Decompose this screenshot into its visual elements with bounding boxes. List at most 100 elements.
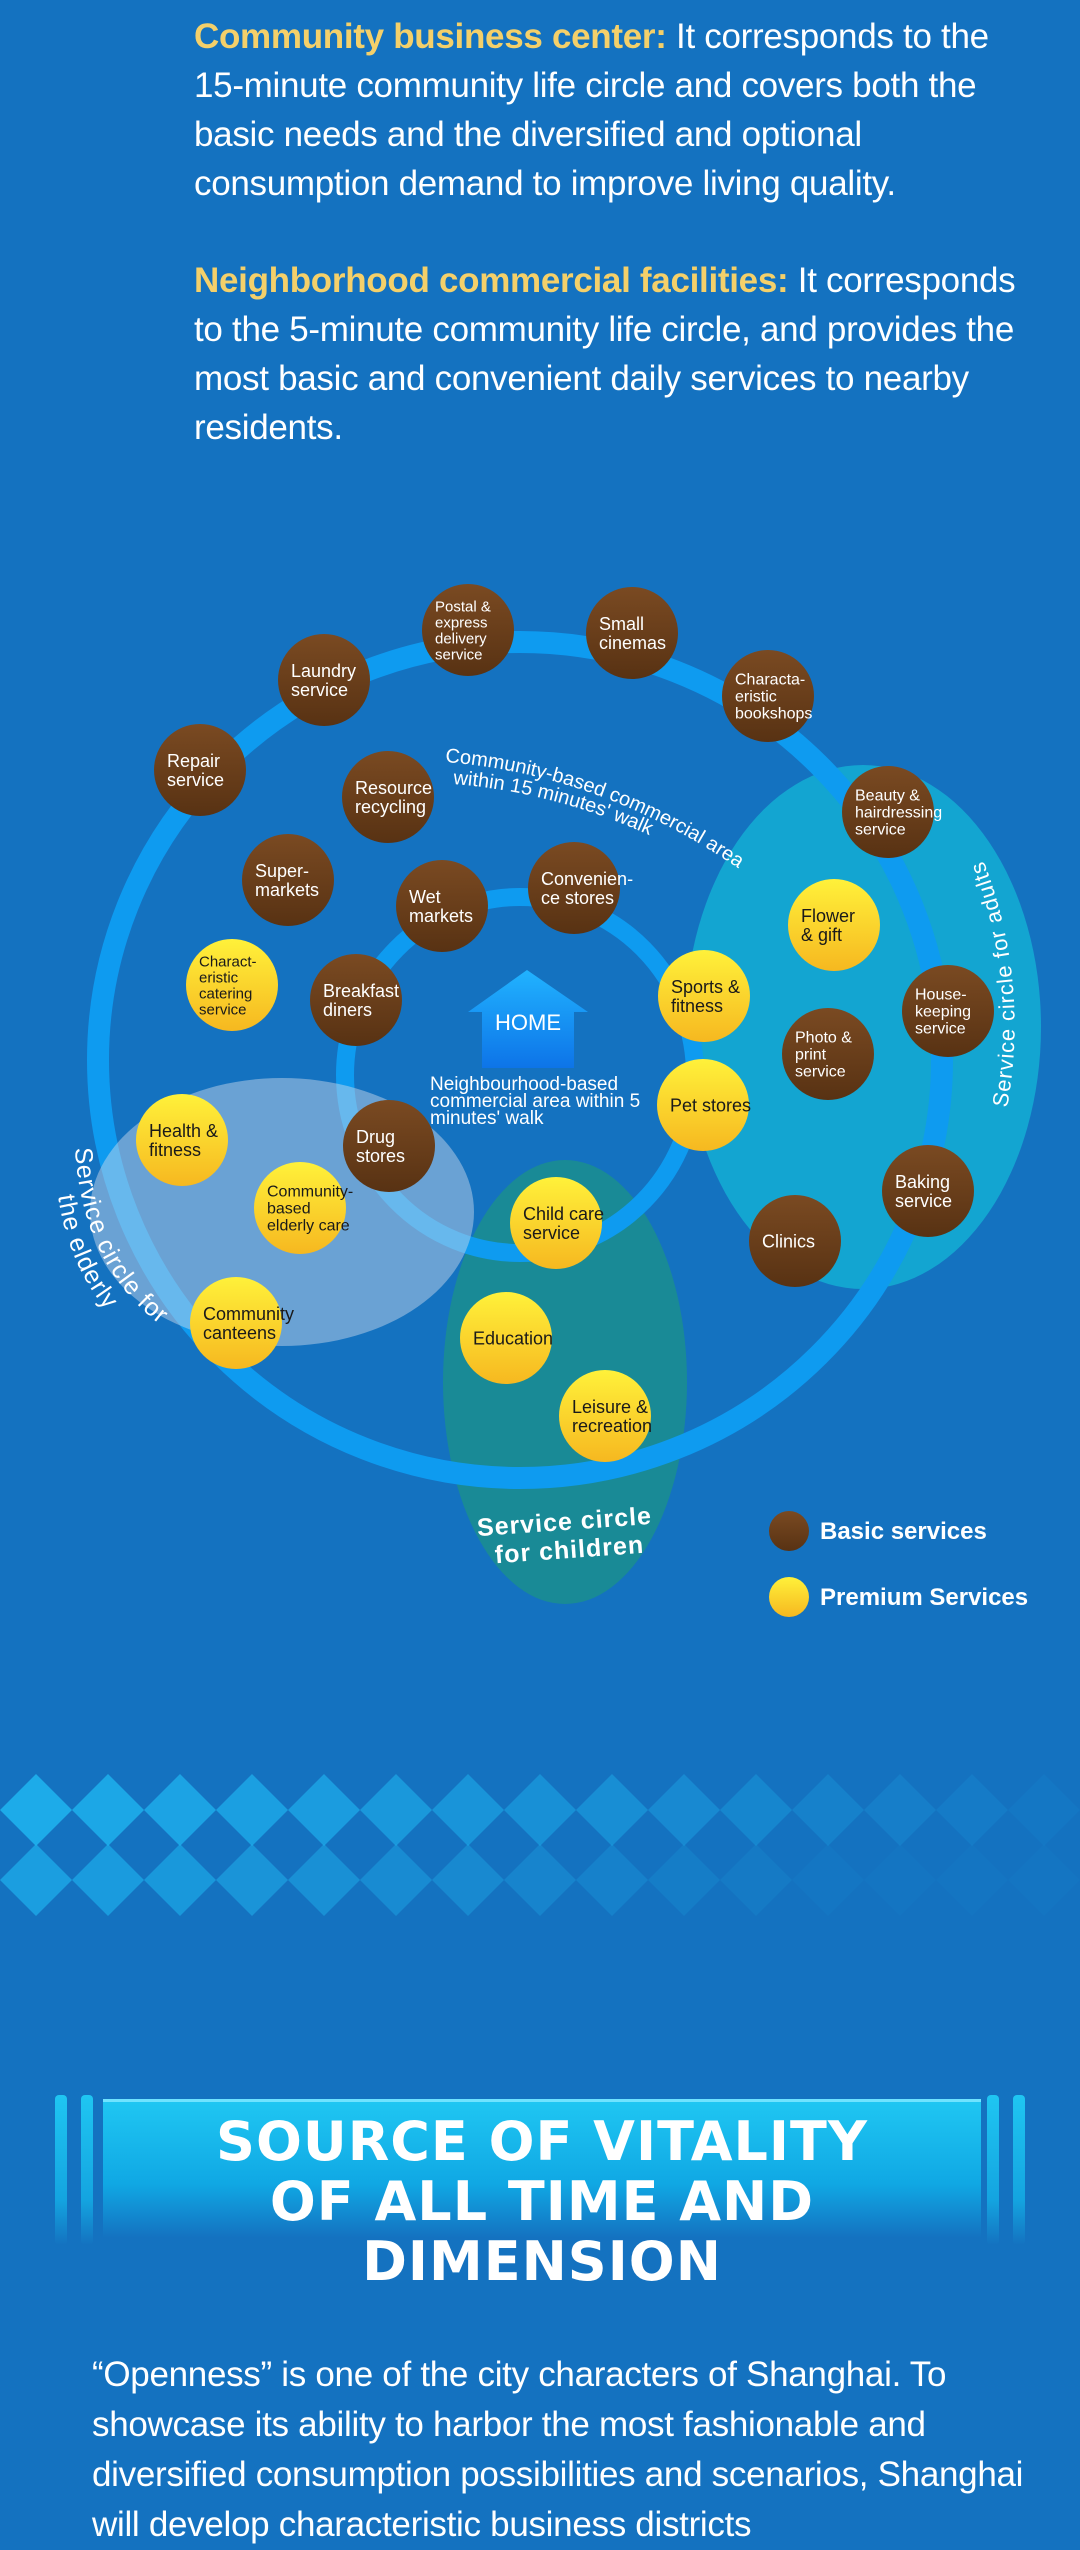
banner-bar-right-inner: [987, 2095, 999, 2245]
node-flower-gift: [788, 879, 880, 971]
diamond-shape: [288, 1774, 360, 1846]
banner-title-line1: SOURCE OF VITALITY: [216, 2110, 868, 2173]
node-charact-eristic-catering-service: [186, 939, 278, 1031]
diamond-shape: [936, 1774, 1008, 1846]
banner-title-line2: OF ALL TIME AND DIMENSION: [269, 2170, 815, 2293]
diamond-pattern: [0, 1774, 1080, 1916]
node-child-care-service: [510, 1177, 602, 1269]
section-banner: SOURCE OF VITALITY OF ALL TIME AND DIMEN…: [55, 2095, 1025, 2292]
banner-bar-left-outer: [55, 2095, 67, 2245]
neighborhood-paragraph: Neighborhood commercial facilities: It c…: [194, 256, 1044, 452]
diamond-shape: [288, 1844, 360, 1916]
diamond-shape: [72, 1844, 144, 1916]
legend-basic-label: Basic services: [820, 1518, 987, 1545]
diamond-shape: [360, 1774, 432, 1846]
node-label-leisure-recreation: Leisure &recreation: [572, 1397, 652, 1436]
node-clinics: [749, 1195, 841, 1287]
node-health-fitness: [136, 1094, 228, 1186]
neighborhood-text: It corresponds to the 5-minute community…: [194, 261, 1016, 447]
node-baking-service: [882, 1145, 974, 1237]
diamond-shape: [864, 1774, 936, 1846]
node-super-markets: [242, 834, 334, 926]
home-icon: [468, 970, 588, 1068]
life-circle-diagram: HOME Community-based commercial area wit…: [52, 584, 1041, 1617]
node-label-convenien-ce-stores: Convenien-ce stores: [541, 869, 633, 908]
diamond-shape: [576, 1774, 648, 1846]
diamond-shape: [144, 1774, 216, 1846]
legend-premium-swatch: [769, 1577, 809, 1617]
node-sports-fitness: [658, 950, 750, 1042]
fifteen-minute-ring: [87, 631, 953, 1489]
node-house-keeping-service: [902, 965, 994, 1057]
diamond-shape: [792, 1774, 864, 1846]
diamond-shape: [648, 1774, 720, 1846]
node-label-super-markets: Super-markets: [255, 861, 319, 900]
node-leisure-recreation: [559, 1370, 651, 1462]
banner-title: SOURCE OF VITALITY OF ALL TIME AND DIMEN…: [103, 2112, 981, 2292]
node-pet-stores: [657, 1059, 749, 1151]
node-laundry-service: [278, 634, 370, 726]
banner-bar-left-inner: [81, 2095, 93, 2245]
diamond-shape: [648, 1844, 720, 1916]
node-label-clinics: Clinics: [762, 1231, 815, 1251]
diamond-shape: [72, 1774, 144, 1846]
diamond-shape: [936, 1844, 1008, 1916]
diamond-shape: [864, 1844, 936, 1916]
diamond-shape: [0, 1844, 72, 1916]
diamond-shape: [216, 1844, 288, 1916]
ring-5-label-line3: minutes' walk: [430, 1108, 544, 1129]
diamond-shape: [432, 1844, 504, 1916]
diamond-shape: [720, 1844, 792, 1916]
node-breakfast-diners: [310, 954, 402, 1046]
community-center-text: It corresponds to the 15-minute communit…: [194, 17, 989, 203]
node-beauty-hairdressing-service: [842, 766, 934, 858]
node-label-health-fitness: Health &fitness: [149, 1121, 218, 1160]
node-label-flower-gift: Flower& gift: [801, 906, 855, 945]
diamond-shape: [792, 1844, 864, 1916]
banner-bar-right-outer: [1013, 2095, 1025, 2245]
diamond-shape: [144, 1844, 216, 1916]
node-characta-eristic-bookshops: [722, 650, 814, 742]
openness-paragraph: “Openness” is one of the city characters…: [92, 2355, 1024, 2544]
node-wet-markets: [396, 860, 488, 952]
ring-5-label-line2: commercial area within 5: [430, 1091, 640, 1112]
diamond-shape: [432, 1774, 504, 1846]
node-photo-print-service: [782, 1008, 874, 1100]
legend-basic-swatch: [769, 1511, 809, 1551]
node-resource-recycling: [342, 751, 434, 843]
node-label-pet-stores: Pet stores: [670, 1095, 751, 1115]
ring-5-label: Neighbourhood-based commercial area with…: [430, 1074, 640, 1129]
community-center-lead: Community business center:: [194, 17, 667, 56]
neighborhood-lead: Neighborhood commercial facilities:: [194, 261, 789, 300]
legend-premium-label: Premium Services: [820, 1584, 1028, 1611]
node-postal-express-delivery-service: [422, 584, 514, 676]
diamond-shape: [720, 1774, 792, 1846]
node-drug-stores: [343, 1100, 435, 1192]
ring-5-label-line1: Neighbourhood-based: [430, 1074, 618, 1095]
banner-panel: SOURCE OF VITALITY OF ALL TIME AND DIMEN…: [103, 2099, 981, 2292]
legend: Basic services Premium Services: [769, 1511, 1028, 1617]
node-small-cinemas: [586, 587, 678, 679]
community-center-paragraph: Community business center: It correspond…: [194, 12, 1044, 208]
diamond-shape: [216, 1774, 288, 1846]
diamond-shape: [1008, 1844, 1080, 1916]
node-label-sports-fitness: Sports &fitness: [671, 977, 740, 1016]
diamond-shape: [1008, 1774, 1080, 1846]
node-label-education: Education: [473, 1328, 553, 1348]
diamond-shape: [504, 1774, 576, 1846]
